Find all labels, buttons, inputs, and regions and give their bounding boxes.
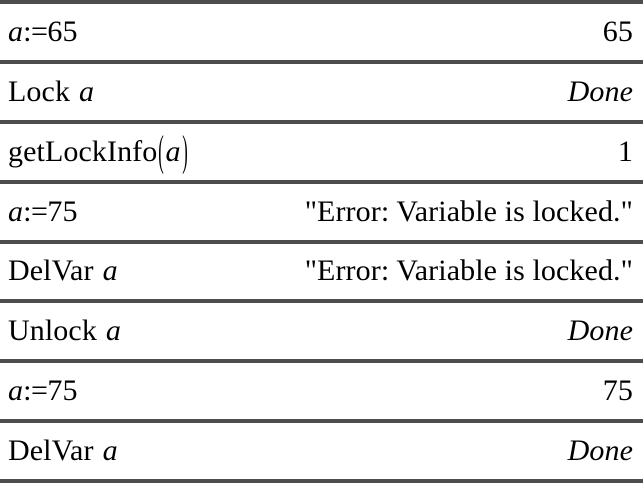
command-name: Unlock [8,314,97,348]
history-entry[interactable]: a:=65 [8,14,78,48]
variable-name: a [8,194,24,228]
command-name: Lock [8,74,71,108]
variable-name: a [165,134,181,168]
history-row[interactable]: a:=75 75 [0,363,643,424]
history-result: 75 [602,374,633,408]
command-name: DelVar [8,434,94,468]
entry-value: 65 [47,14,78,48]
history-result: 1 [617,134,633,168]
history-entry[interactable]: a:=75 [8,194,78,228]
history-row[interactable]: a:=75 "Error: Variable is locked." [0,184,643,244]
history-result: "Error: Variable is locked." [304,194,633,228]
history-entry[interactable]: getLockInfo(a) [8,129,189,173]
command-name: DelVar [8,254,94,288]
variable-name: a [102,434,118,468]
variable-name: a [105,314,122,348]
close-paren: ) [181,127,188,175]
history-result: Done [567,314,633,348]
history-result: 65 [602,14,633,48]
variable-name: a [102,254,118,288]
assign-operator: := [23,194,48,228]
assign-operator: := [23,374,48,408]
history-result: Done [567,74,633,108]
history-row[interactable]: getLockInfo(a) 1 [0,124,643,184]
history-row[interactable]: a:=65 65 [0,4,643,64]
function-name: getLockInfo [8,134,158,168]
history-entry[interactable]: a:=75 [8,376,78,406]
entry-value: 75 [47,374,78,408]
variable-name: a [8,374,24,408]
assign-operator: := [23,14,48,48]
history-result: Done [567,434,633,468]
variable-name: a [79,74,95,108]
variable-name: a [8,14,24,48]
entry-value: 75 [47,194,78,228]
history-result: "Error: Variable is locked." [304,254,633,288]
open-paren: ( [158,127,165,175]
